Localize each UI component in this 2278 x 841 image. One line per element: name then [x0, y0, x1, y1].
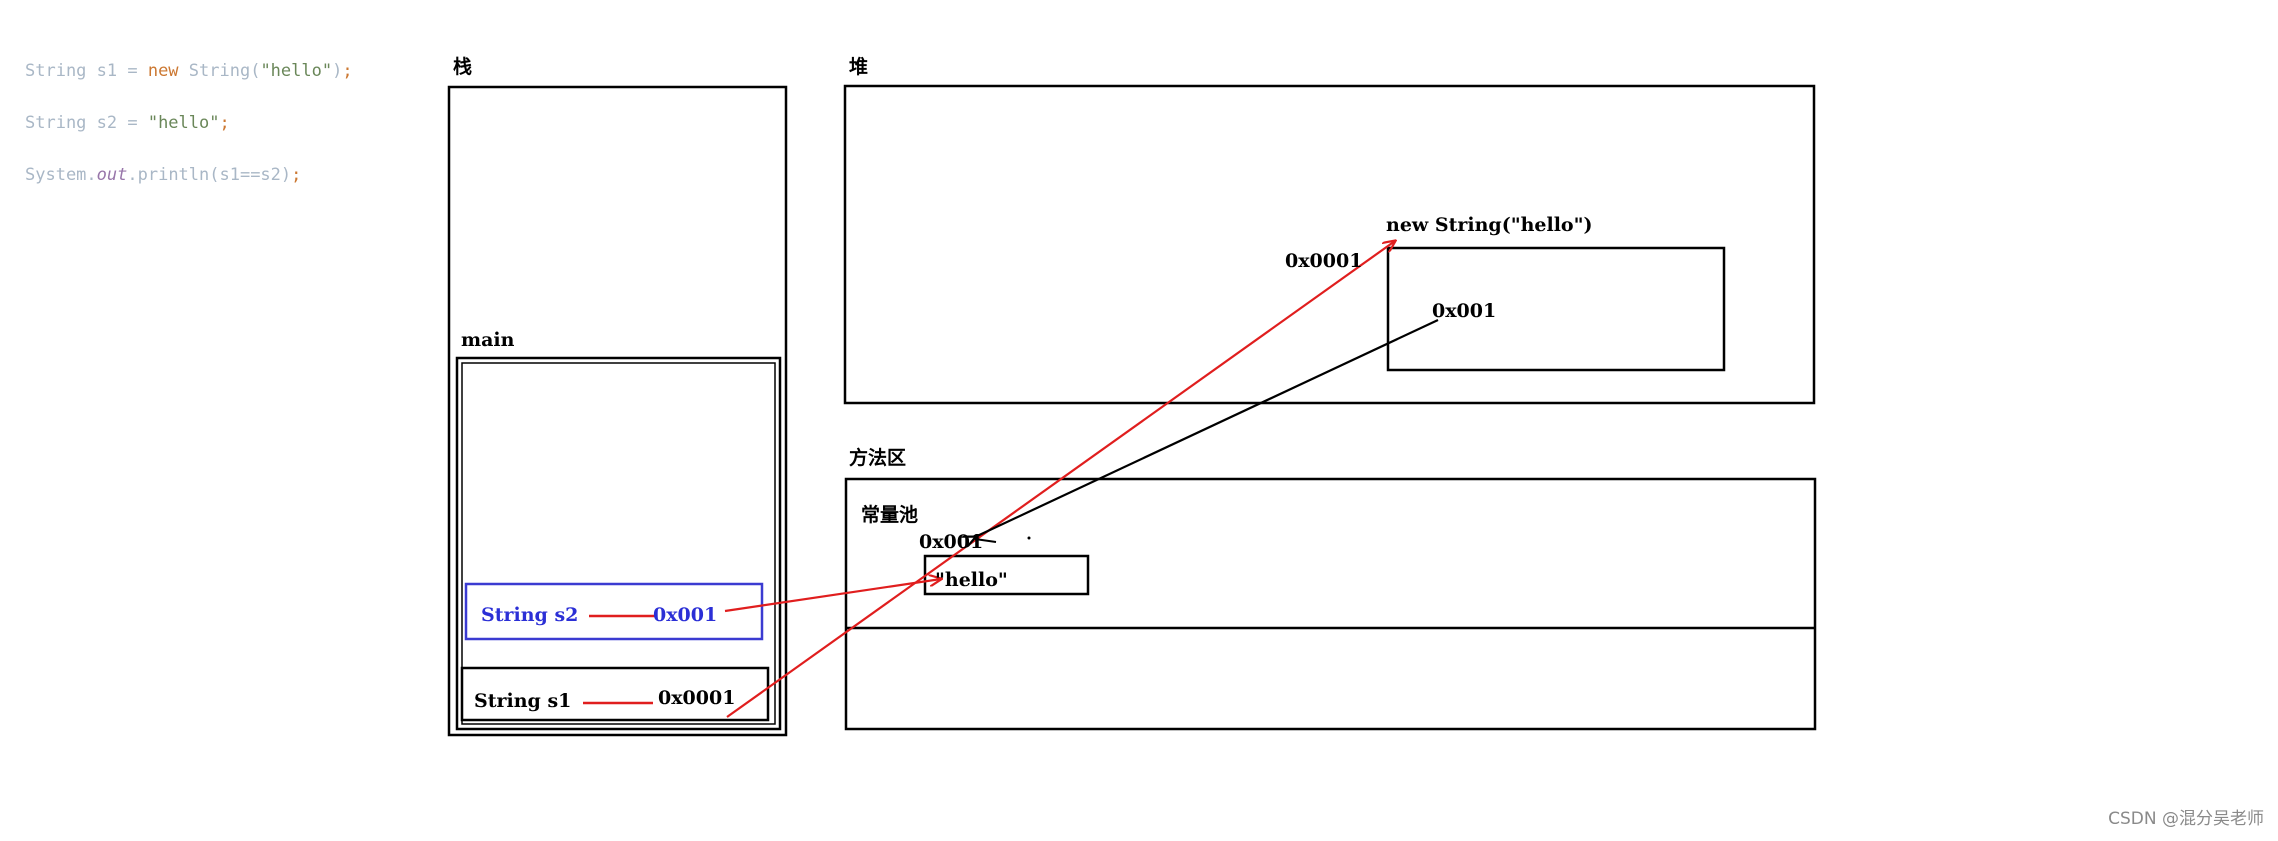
stray-dot	[1027, 536, 1031, 540]
heap-region	[843, 84, 1816, 405]
code-line-2: String s2 = "hello";	[25, 113, 230, 133]
heap-object-inner-ref: 0x001	[1432, 300, 1497, 322]
heap-string-object	[1386, 246, 1726, 372]
heap-title: 堆	[849, 56, 869, 78]
var-s1-box	[460, 666, 770, 722]
code-snippet: String s1 = new String("hello"); String …	[25, 32, 353, 214]
stack-title: 栈	[453, 56, 473, 78]
stack-region	[447, 85, 788, 737]
main-frame	[455, 356, 782, 731]
pool-value: "hello"	[935, 569, 1008, 591]
heap-to-pool-arrow	[975, 319, 1439, 537]
s2-to-pool-arrow	[724, 579, 941, 613]
var-s2-box	[464, 582, 764, 641]
heap-object-address: 0x0001	[1285, 250, 1363, 272]
pool-address: 0x001	[919, 531, 984, 553]
code-line-1: String s1 = new String("hello");	[25, 61, 353, 81]
var-s2-value: 0x001	[653, 604, 718, 626]
var-s2-name: String s2	[481, 604, 579, 626]
heap-object-label: new String("hello")	[1386, 214, 1593, 236]
var-s1-value: 0x0001	[658, 687, 736, 709]
s1-to-heap-arrow	[726, 241, 1395, 718]
code-line-3: System.out.println(s1==s2);	[25, 165, 302, 185]
heap-to-pool-arrow-tail	[974, 538, 997, 543]
constant-pool-title: 常量池	[861, 504, 919, 526]
main-frame-inner	[461, 362, 776, 725]
var-s1-name: String s1	[474, 690, 572, 712]
method-area-region	[844, 477, 1817, 731]
watermark: CSDN @混分吴老师	[2108, 809, 2264, 829]
method-area-title: 方法区	[849, 447, 907, 469]
main-frame-title: main	[461, 329, 515, 351]
